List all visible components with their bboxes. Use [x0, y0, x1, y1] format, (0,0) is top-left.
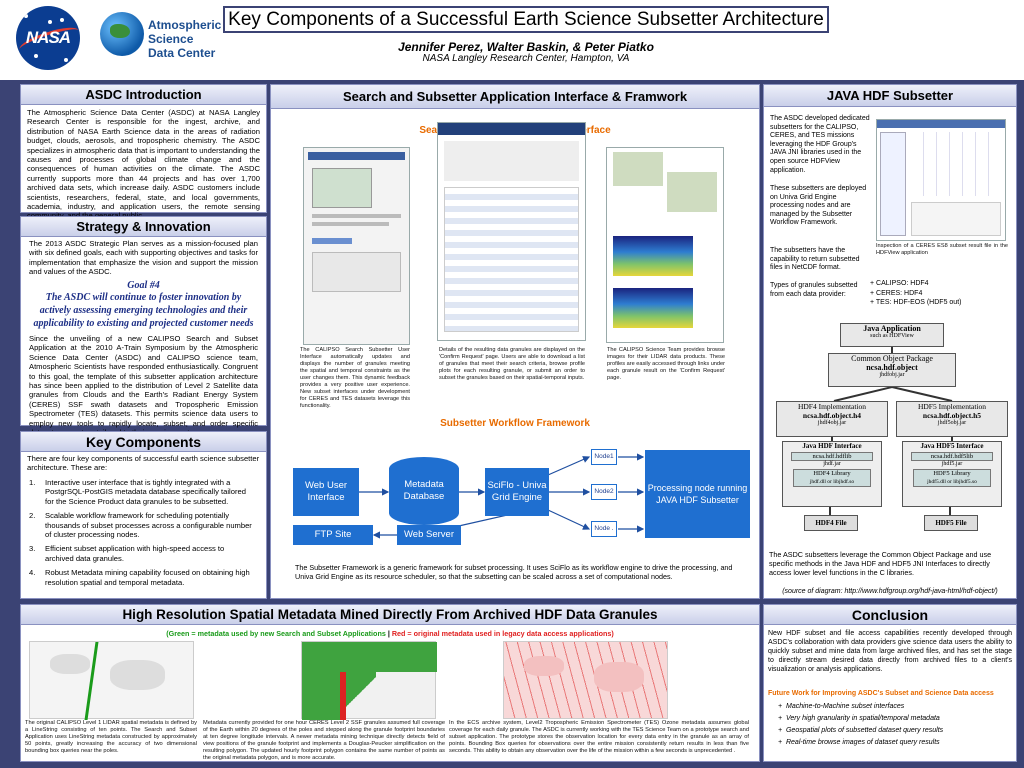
strategy-body: Since the unveiling of a new CALIPSO Sea…	[29, 334, 258, 437]
java-hdf-panel: JAVA HDF Subsetter The ASDC developed de…	[763, 84, 1017, 599]
ceres-caption: Metadata currently provided for one hour…	[203, 720, 445, 761]
node3-box: Node .	[591, 521, 617, 537]
hdf4-library-box: HDF4 Library jhdf.dll or libjhdf.so	[793, 469, 871, 487]
panel-title: ASDC Introduction	[21, 85, 266, 105]
conclusion-text: New HDF subset and file access capabilit…	[768, 630, 1012, 673]
confirm-request-caption: Details of the resulting data granules a…	[439, 347, 585, 381]
node1-box: Node1	[591, 449, 617, 465]
hdf5-library-box: HDF5 Library jhdf5.dll or libjhdf5.so	[913, 469, 991, 487]
processing-node-box: Processing node running JAVA HDF Subsett…	[645, 450, 750, 538]
format-list: + CALIPSO: HDF4 + CERES: HDF4 + TES: HDF…	[870, 279, 1010, 308]
web-server-box: Web Server	[397, 525, 461, 545]
asdc-intro-text: The Atmospheric Science Data Center (ASD…	[27, 108, 261, 220]
asdc-intro-panel: ASDC Introduction The Atmospheric Scienc…	[20, 84, 267, 220]
list-item: + Very high granularity in spatial/tempo…	[778, 715, 940, 722]
hdfview-screenshot	[876, 119, 1006, 241]
nasa-logo: NASA	[16, 6, 80, 70]
strategy-intro: The 2013 ASDC Strategic Plan serves as a…	[29, 239, 258, 277]
affiliation: NASA Langley Research Center, Hampton, V…	[422, 53, 630, 64]
list-item: 4.Robust Metadata mining capability focu…	[29, 568, 250, 587]
panel-title: Search and Subsetter Application Interfa…	[271, 85, 759, 109]
calipso-caption: The original CALIPSO Level 1 LIDAR spati…	[25, 720, 197, 754]
strategy-panel: Strategy & Innovation The 2013 ASDC Stra…	[20, 216, 267, 437]
list-item: + Machine-to-Machine subset interfaces	[778, 703, 905, 710]
list-item: 1.Interactive user interface that is tig…	[29, 478, 246, 506]
list-item: + CERES: HDF4	[870, 289, 923, 297]
list-item: 3.Efficient subset application with high…	[29, 544, 225, 563]
ceres-map	[301, 641, 437, 720]
java-hdf5-interface-box: Java HDF5 Interface ncsa.hdf.hdf5lib jhd…	[902, 441, 1002, 507]
color-legend: (Green = metadata used by new Search and…	[166, 629, 614, 638]
list-item: 2.Scalable workflow framework for schedu…	[29, 511, 252, 540]
java-app-box: Java Application such as HDFView	[840, 323, 944, 347]
header: NASA Atmospheric Science Data Center Key…	[0, 0, 1024, 80]
metadata-db-cylinder: Metadata Database	[389, 457, 459, 525]
common-object-package-box: Common Object Package ncsa.hdf.object jh…	[828, 353, 956, 387]
asdc-logo: Atmospheric Science Data Center	[100, 10, 221, 68]
hdf-object-diagram: Java Application such as HDFView Common …	[774, 317, 1010, 537]
java-p3: The subsetters have the capability to re…	[770, 247, 860, 272]
future-work-list: + Machine-to-Machine subset interfaces +…	[778, 702, 1010, 750]
future-work-title: Future Work for Improving ASDC's Subset …	[768, 690, 994, 697]
search-subsetter-panel: Search and Subsetter Application Interfa…	[270, 84, 760, 599]
key-components-list: 1.Interactive user interface that is tig…	[29, 478, 254, 587]
hdf5-file-box: HDF5 File	[924, 515, 978, 531]
poster-title: Key Components of a Successful Earth Sci…	[223, 6, 829, 33]
list-item: + Geospatial plots of subsetted dataset …	[778, 727, 944, 734]
java-p4: Types of granules subsetted from each da…	[770, 282, 858, 298]
browse-images-screenshot	[606, 147, 724, 343]
key-components-panel: Key Components There are four key compon…	[20, 431, 267, 599]
hdf4-impl-box: HDF4 Implementation ncsa.hdf.object.h4 j…	[776, 401, 888, 437]
conclusion-panel: Conclusion New HDF subset and file acces…	[763, 604, 1017, 762]
search-ui-caption: The CALIPSO Search Subsetter User Interf…	[300, 347, 410, 409]
ftp-site-box: FTP Site	[293, 525, 373, 545]
java-p1: The ASDC developed dedicated subsetters …	[770, 115, 870, 174]
java-p5: The ASDC subsetters leverage the Common …	[769, 550, 992, 577]
tes-caption: In the ECS archive system, Level2 Tropos…	[449, 720, 749, 754]
panel-title: Conclusion	[764, 605, 1016, 625]
goal-label: Goal #4	[127, 280, 160, 291]
hdf4-file-box: HDF4 File	[804, 515, 858, 531]
calipso-map	[29, 641, 194, 720]
panel-title: Strategy & Innovation	[21, 217, 266, 237]
web-ui-box: Web User Interface	[293, 468, 359, 516]
node2-box: Node2	[591, 484, 617, 500]
search-ui-screenshot	[303, 147, 410, 345]
panel-title: Key Components	[21, 432, 266, 452]
hdf5-impl-box: HDF5 Implementation ncsa.hdf.object.h5 j…	[896, 401, 1008, 437]
java-hdf-interface-box: Java HDF Interface ncsa.hdf.hdflib jhdf.…	[782, 441, 882, 507]
workflow-caption: The Subsetter Framework is a generic fra…	[295, 563, 733, 581]
confirm-request-screenshot	[437, 122, 586, 341]
browse-images-caption: The CALIPSO Science Team provides browse…	[607, 347, 725, 381]
hires-metadata-panel: High Resolution Spatial Metadata Mined D…	[20, 604, 760, 762]
list-item: + CALIPSO: HDF4	[870, 280, 929, 287]
goal-text: The ASDC will continue to foster innovat…	[33, 292, 254, 329]
list-item: + TES: HDF-EOS (HDF5 out)	[870, 299, 962, 306]
workflow-subtitle: Subsetter Workflow Framework	[440, 418, 590, 429]
sciflo-box: SciFlo - Univa Grid Engine	[485, 468, 549, 516]
panel-title: High Resolution Spatial Metadata Mined D…	[21, 605, 759, 625]
key-components-intro: There are four key components of success…	[27, 454, 260, 473]
list-item: + Real-time browse images of dataset que…	[778, 739, 940, 746]
tes-map	[503, 641, 668, 719]
globe-icon	[100, 12, 144, 56]
authors: Jennifer Perez, Walter Baskin, & Peter P…	[398, 40, 654, 54]
diagram-source: (source of diagram: http://www.hdfgroup.…	[782, 588, 998, 595]
hdfview-caption: Inspection of a CERES ES8 subset result …	[876, 243, 1008, 256]
java-p2: These subsetters are deployed on Univa G…	[770, 185, 867, 227]
panel-title: JAVA HDF Subsetter	[764, 85, 1016, 107]
